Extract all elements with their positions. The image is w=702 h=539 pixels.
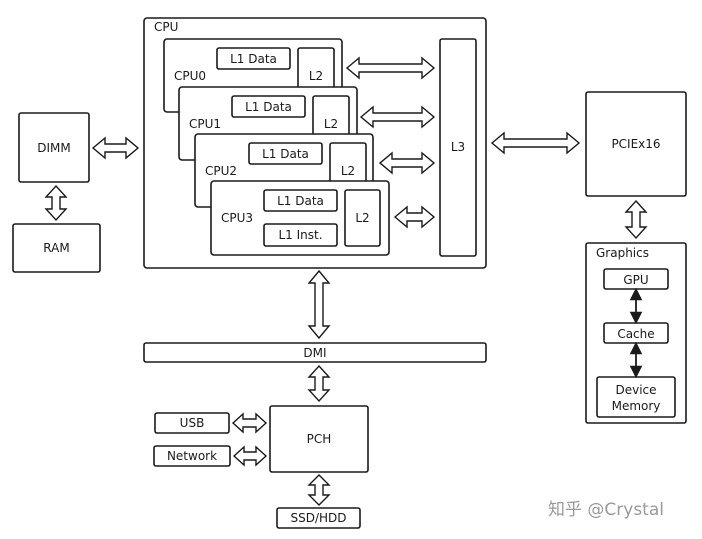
watermark: 知乎 @Crystal [548, 500, 664, 520]
cpu2-l3-arrow [378, 151, 436, 175]
svg-text:L2: L2 [324, 117, 338, 131]
svg-text:Memory: Memory [612, 399, 661, 413]
device-memory-box: Device Memory [596, 376, 676, 418]
cpu3-l1-data [263, 189, 338, 212]
svg-text:Device: Device [615, 383, 656, 397]
svg-text:L1 Data: L1 Data [245, 100, 292, 114]
svg-text:PCH: PCH [307, 432, 332, 446]
svg-text:L1 Data: L1 Data [230, 52, 277, 66]
svg-text:L1 Inst.: L1 Inst. [278, 228, 322, 242]
graphics-cache-box: Cache [603, 322, 669, 344]
svg-text:Cache: Cache [617, 327, 654, 341]
core-cpu1-label: CPU1 [189, 117, 221, 131]
core-cpu3: CPU3 L1 Data L1 Inst. L2 [210, 180, 390, 256]
graphics-label: Graphics [596, 246, 649, 260]
cpu3-l2 [344, 189, 381, 247]
usb-pch-arrow [231, 412, 268, 434]
svg-text:RAM: RAM [43, 241, 69, 255]
ssd-hdd-box: SSD/HDD [276, 507, 361, 529]
cpu3-l1-inst [263, 223, 338, 247]
core-cpu3-label: CPU3 [221, 211, 253, 225]
svg-text:SSD/HDD: SSD/HDD [290, 511, 346, 525]
cpu0-l1-data [216, 47, 291, 70]
network-box: Network [153, 445, 231, 467]
pch-box: PCH [269, 405, 369, 473]
svg-text:USB: USB [180, 416, 205, 430]
svg-text:L2: L2 [341, 164, 355, 178]
svg-text:DMI: DMI [303, 346, 326, 360]
network-pch-arrow [232, 445, 268, 467]
dmi-pch-arrow [307, 364, 331, 403]
l3-pcie-arrow [490, 131, 581, 155]
cpu-dmi-arrow [307, 269, 331, 340]
svg-text:L2: L2 [355, 211, 369, 225]
usb-box: USB [154, 412, 230, 434]
core-cpu0-label: CPU0 [174, 69, 206, 83]
ram-box: RAM [12, 223, 101, 273]
svg-text:DIMM: DIMM [37, 141, 71, 155]
l3-label: L3 [451, 140, 465, 154]
l3-cache: L3 [439, 38, 477, 257]
svg-text:L1 Data: L1 Data [277, 194, 324, 208]
svg-text:L1 Data: L1 Data [262, 147, 309, 161]
svg-text:Network: Network [167, 449, 217, 463]
pcie-box: PCIEx16 [585, 91, 687, 197]
cpu-label: CPU [154, 20, 178, 34]
gpu-box: GPU [603, 268, 669, 290]
cpu1-l3-arrow [359, 105, 436, 129]
cpu2-l1-data [248, 142, 323, 165]
dimm-ram-arrow [44, 184, 68, 222]
cpu0-l3-arrow [345, 56, 436, 80]
core-cpu2-label: CPU2 [205, 164, 237, 178]
dimm-box: DIMM [18, 112, 90, 183]
svg-text:GPU: GPU [623, 273, 648, 287]
pch-ssd-arrow [307, 474, 331, 506]
cpu1-l1-data [231, 95, 306, 118]
cpu3-l3-arrow [393, 205, 436, 229]
pcie-graphics-arrow [624, 199, 648, 240]
svg-text:PCIEx16: PCIEx16 [611, 137, 660, 151]
svg-text:L2: L2 [309, 69, 323, 83]
dimm-cpu-arrow [91, 136, 140, 160]
dmi-bus: DMI [143, 342, 487, 363]
